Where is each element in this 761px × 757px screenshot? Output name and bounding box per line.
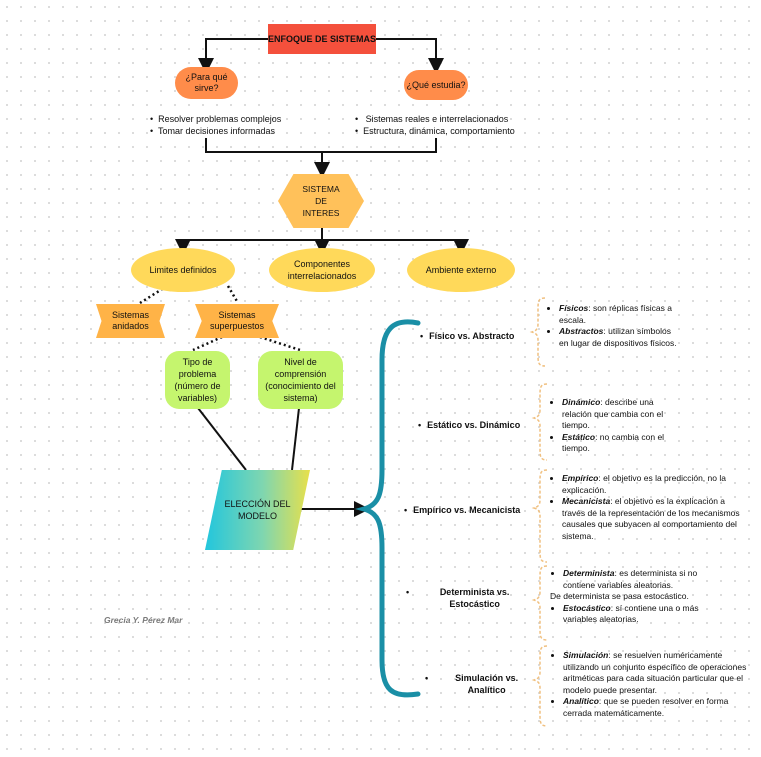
category-fisico-abstracto: •Físico vs. Abstracto [420, 331, 515, 341]
tipo-de-problema-node: Tipo de problema (número de variables) [165, 351, 230, 409]
sistema-de-interes-node: SISTEMA DE INTERES [278, 174, 364, 228]
sistemas-anidados-node: Sistemas anidados [96, 304, 165, 338]
category-description: Físicos: son réplicas físicas a escala. … [548, 303, 678, 349]
category-description: Simulación: se resuelven numéricamente u… [552, 650, 752, 719]
category-label: Empírico vs. Mecanicista [413, 505, 521, 515]
category-label: Estático vs. Dinámico [427, 420, 521, 430]
category-description: Dinámico: describe una relación que camb… [551, 397, 671, 455]
category-simulacion-analitico: •Simulación vs. Analítico [425, 672, 535, 696]
ambiente-externo-node: Ambiente externo [407, 248, 515, 292]
category-description: Determinista: es determinista si no cont… [550, 568, 727, 626]
main-title: ENFOQUE DE SISTEMAS [268, 24, 376, 54]
category-label: Determinista vs. Estocástico [439, 587, 510, 609]
right-bullet-list: • Sistemas reales e interrelacionados • … [355, 113, 515, 137]
category-description: Empírico: el objetivo es la predicción, … [551, 473, 741, 542]
list-item: • Sistemas reales e interrelacionados [355, 114, 509, 124]
author-signature: Grecia Y. Pérez Mar [104, 615, 183, 625]
category-determinista-estocastico: •Determinista vs. Estocástico [406, 586, 526, 610]
category-empirico-mecanicista: •Empírico vs. Mecanicista [404, 505, 521, 515]
left-bullet-list: • Resolver problemas complejos • Tomar d… [150, 113, 281, 137]
category-label: Físico vs. Abstracto [429, 331, 515, 341]
para-que-sirve-node: ¿Para qué sirve? [175, 67, 238, 99]
limites-definidos-node: Limites definidos [131, 248, 235, 292]
nivel-de-comprension-node: Nivel de comprensión (conocimiento del s… [258, 351, 343, 409]
componentes-node: Componentes interrelacionados [269, 248, 375, 292]
category-estatico-dinamico: •Estático vs. Dinámico [418, 420, 521, 430]
sistemas-superpuestos-node: Sistemas superpuestos [195, 304, 279, 338]
list-item: • Estructura, dinámica, comportamiento [355, 126, 515, 136]
eleccion-del-modelo-node: ELECCIÓN DEL MODELO [205, 470, 310, 550]
que-estudia-node: ¿Qué estudia? [404, 70, 468, 100]
list-item: • Tomar decisiones informadas [150, 126, 276, 136]
list-item: • Resolver problemas complejos [150, 114, 282, 124]
category-label: Simulación vs. Analítico [455, 673, 519, 695]
